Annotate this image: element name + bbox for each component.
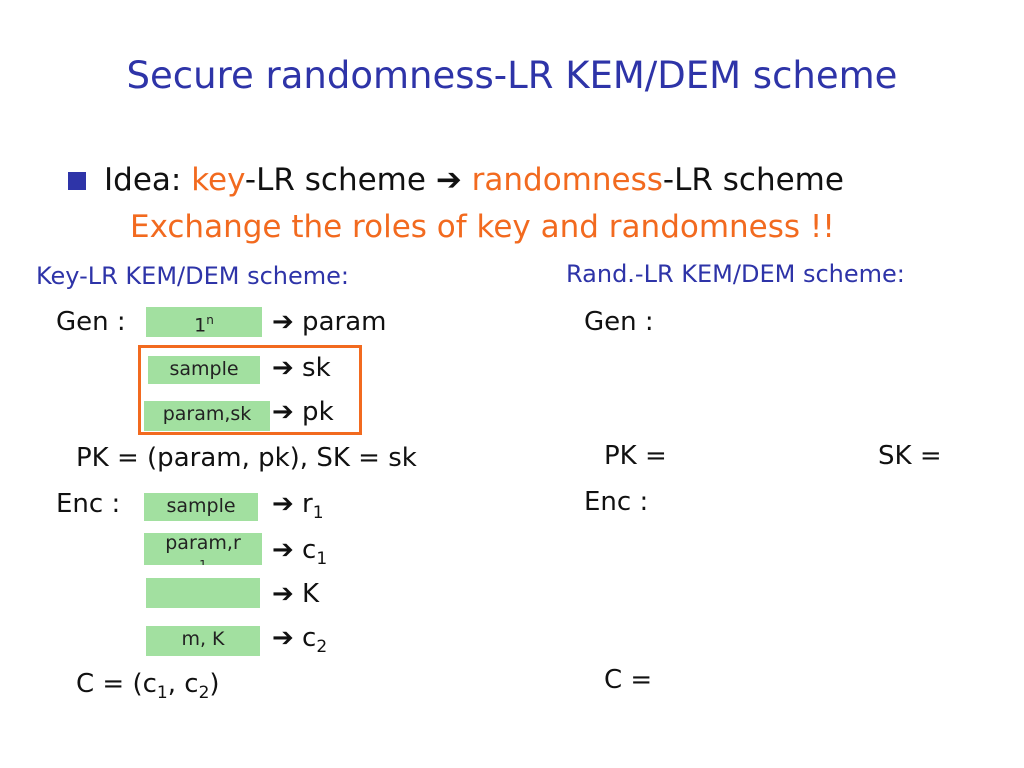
rand-lr-header: Rand.-LR KEM/DEM scheme: (566, 260, 905, 288)
gen-result-sk: ➔ sk (272, 352, 331, 384)
enc-box-empty (146, 578, 260, 608)
left-gen-label: Gen : (56, 307, 126, 337)
left-enc-label: Enc : (56, 489, 121, 519)
c-sub-2: 2 (198, 683, 210, 704)
enc-result-c2: ➔ c2 (272, 622, 327, 663)
idea-prefix: Idea: (104, 162, 192, 198)
enc-result-2: c (293, 535, 317, 565)
gen-box-1-label: 1 (194, 314, 207, 337)
gen-box-1-sup: n (206, 313, 214, 327)
enc-box-m-k: m, K (146, 626, 260, 656)
ciphertext-definition: C = (c1, c2) (76, 668, 220, 709)
arrow-icon: ➔ (272, 535, 294, 565)
idea-randomness-word: randomness (461, 162, 663, 198)
arrow-icon: ➔ (272, 397, 294, 427)
arrow-icon: ➔ (272, 307, 294, 337)
gen-result-param: ➔ param (272, 306, 386, 338)
enc-result-c1: ➔ c1 (272, 534, 327, 575)
idea-lr-scheme-1: -LR scheme (244, 162, 436, 198)
enc-result-k: ➔ K (272, 578, 319, 610)
idea-lr-scheme-2: -LR scheme (662, 162, 844, 198)
c-suffix: ) (209, 669, 220, 699)
highlight-frame (138, 345, 362, 435)
enc-result-4-sub: 2 (316, 637, 328, 658)
right-pk-label: PK = (604, 441, 667, 471)
idea-key-word: key (191, 162, 245, 198)
gen-result-2: sk (293, 353, 331, 383)
enc-box-2-label: param,r (165, 533, 241, 554)
enc-result-r1: ➔ r1 (272, 488, 324, 529)
gen-result-3: pk (293, 397, 334, 427)
right-sk-label: SK = (878, 441, 942, 471)
slide-title: Secure randomness-LR KEM/DEM scheme (126, 54, 898, 97)
c-prefix: C = (c (76, 669, 157, 699)
enc-box-sample: sample (144, 493, 258, 521)
right-c-label: C = (604, 665, 653, 695)
bullet-square-icon (68, 172, 86, 190)
gen-result-pk: ➔ pk (272, 396, 334, 428)
gen-box-param-sk: param,sk (144, 401, 270, 431)
arrow-icon: ➔ (272, 353, 294, 383)
enc-box-2-sub: 1 (199, 558, 207, 565)
gen-result-1: param (293, 307, 387, 337)
key-lr-header: Key-LR KEM/DEM scheme: (36, 262, 350, 290)
idea-line: Idea: key-LR scheme ➔ randomness-LR sche… (104, 160, 844, 200)
enc-result-3: K (293, 579, 320, 609)
enc-result-1: r (293, 489, 313, 519)
idea-arrow-icon: ➔ (435, 162, 462, 198)
enc-result-4: c (293, 623, 317, 653)
c-mid: , c (167, 669, 199, 699)
right-gen-label: Gen : (584, 307, 654, 337)
arrow-icon: ➔ (272, 489, 294, 519)
arrow-icon: ➔ (272, 623, 294, 653)
pk-sk-definition: PK = (param, pk), SK = sk (76, 443, 417, 473)
gen-box-security-param: 1n (146, 307, 262, 337)
enc-result-2-sub: 1 (316, 549, 328, 570)
enc-box-param-r1: param,r 1 (144, 533, 262, 565)
arrow-icon: ➔ (272, 579, 294, 609)
c-sub-1: 1 (156, 683, 168, 704)
enc-result-1-sub: 1 (312, 503, 324, 524)
right-enc-label: Enc : (584, 487, 649, 517)
exchange-statement: Exchange the roles of key and randomness… (130, 209, 835, 245)
gen-box-sample: sample (148, 356, 260, 384)
